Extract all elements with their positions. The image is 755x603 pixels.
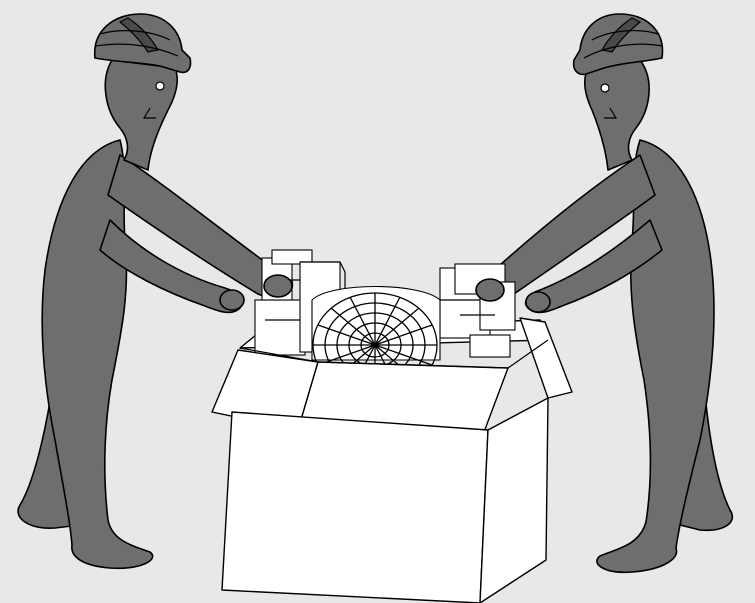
fan-left-bracket	[255, 300, 305, 355]
left-worker-eye	[156, 82, 164, 90]
fan-right-base	[470, 335, 510, 357]
left-worker-hand-lower	[220, 290, 244, 310]
left-worker-hand-upper	[264, 275, 292, 297]
right-worker-eye	[601, 84, 609, 92]
right-worker-hand-upper	[476, 279, 504, 301]
box-side-face	[480, 398, 548, 603]
right-worker-hand-lower	[526, 292, 550, 312]
box-right-flap	[520, 318, 572, 398]
cardboard-box	[212, 250, 572, 603]
box-front-face	[222, 412, 488, 603]
